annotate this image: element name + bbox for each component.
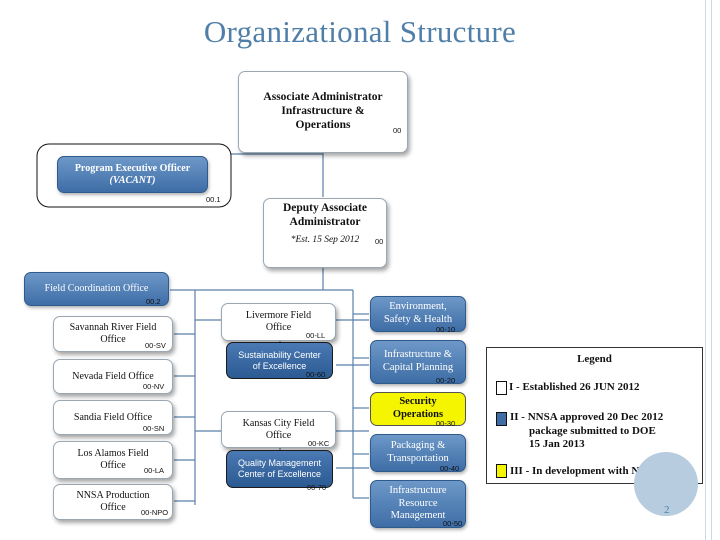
legend-item-established: I - Established 26 JUN 2012 — [509, 381, 640, 393]
sandia-code: 00-SN — [143, 424, 165, 433]
infrastructure-resource-management-box: Infrastructure Resource Management — [370, 480, 466, 528]
nnsa-production-code: 00-NPO — [141, 508, 169, 517]
nevada-code: 00-NV — [143, 382, 165, 391]
field-coordination-office-box: Field Coordination Office — [24, 272, 169, 306]
legend-item-approved: II - NNSA approved 20 Dec 2012 — [510, 411, 664, 423]
page-number-decoration — [634, 452, 698, 516]
legend-swatch-approved — [496, 412, 507, 426]
legend-title: Legend — [577, 353, 612, 365]
los-alamos-field-office-box: Los Alamos Field Office — [53, 441, 173, 479]
packaging-transportation-box: Packaging & Transportation — [370, 434, 466, 472]
infrastructure-resource-code: 00-50 — [443, 519, 463, 528]
slide-title: Organizational Structure — [203, 14, 517, 49]
kansas-city-code: 00-KC — [308, 439, 330, 448]
kansas-city-field-office-box: Kansas City Field Office — [221, 411, 336, 448]
legend-item-approved-line2: package submitted to DOE — [529, 425, 656, 437]
sustainability-center-box: Sustainability Center of Excellence — [226, 342, 333, 379]
field-coordination-office-code: 00.2 — [146, 297, 161, 306]
environment-safety-health-box: Environment, Safety & Health — [370, 296, 466, 332]
slide-edge-line — [711, 0, 712, 540]
sustainability-code: 00-60 — [306, 370, 326, 379]
deputy-associate-administrator-box: Deputy Associate Administrator *Est. 15 … — [263, 198, 387, 268]
legend-item-approved-line3: 15 Jan 2013 — [529, 438, 585, 450]
infrastructure-capital-code: 00-20 — [436, 376, 456, 385]
legend-swatch-established — [496, 381, 507, 395]
program-executive-frame — [36, 143, 232, 208]
deputy-code: 00 — [375, 237, 384, 246]
los-alamos-code: 00-LA — [144, 466, 165, 475]
legend-item-in-development: III - In development with NA-70 — [510, 465, 662, 477]
program-executive-officer-code: 00.1 — [206, 195, 221, 204]
slide-edge-line — [705, 0, 706, 540]
quality-management-center-box: Quality Management Center of Excellence — [226, 450, 333, 488]
nevada-field-office-box: Nevada Field Office — [53, 359, 173, 394]
infrastructure-capital-planning-box: Infrastructure & Capital Planning — [370, 340, 466, 384]
sandia-field-office-box: Sandia Field Office — [53, 400, 173, 435]
associate-administrator-code: 00 — [393, 126, 402, 135]
livermore-field-office-box: Livermore Field Office — [221, 303, 336, 341]
security-operations-box: Security Operations — [370, 392, 466, 426]
nnsa-production-office-box: NNSA Production Office — [53, 484, 173, 520]
quality-management-code: 00-70 — [307, 483, 327, 492]
security-operations-code: 00-30 — [436, 419, 456, 428]
page-number: 2 — [664, 504, 670, 516]
environment-safety-health-code: 00-10 — [436, 325, 456, 334]
livermore-code: 00-LL — [306, 331, 326, 340]
savannah-river-code: 00-SV — [145, 341, 166, 350]
program-executive-officer-box: Program Executive Officer (VACANT) — [57, 156, 208, 193]
legend-swatch-in-development — [496, 464, 507, 478]
savannah-river-field-office-box: Savannah River Field Office — [53, 316, 173, 352]
packaging-transportation-code: 00-40 — [440, 464, 460, 473]
associate-administrator-box: Associate Administrator Infrastructure &… — [238, 71, 408, 153]
